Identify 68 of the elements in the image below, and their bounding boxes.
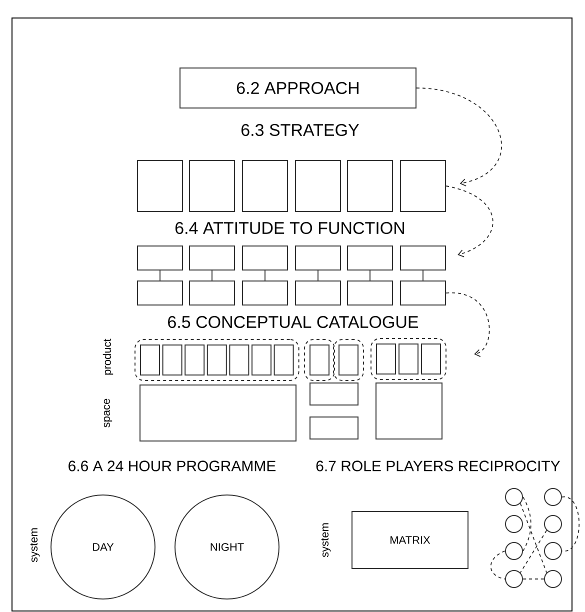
dashed-arrow [446, 186, 494, 258]
function-box [137, 246, 183, 270]
function-box [295, 246, 341, 270]
section-heading: 6.5 CONCEPTUAL CATALOGUE [168, 316, 418, 328]
product-box [421, 344, 441, 374]
row-label: product [102, 338, 114, 375]
role-player-circle [505, 488, 523, 506]
product-group [134, 339, 300, 381]
product-box [376, 344, 396, 374]
strategy-box [137, 160, 183, 212]
function-box [242, 280, 288, 306]
connector-line [520, 530, 548, 574]
role-player-circle [544, 542, 562, 560]
function-box [347, 246, 393, 270]
strategy-box [347, 160, 393, 212]
space-box [310, 382, 358, 406]
connector-line [522, 578, 544, 580]
role-player-circle [505, 515, 523, 533]
connector-line [422, 270, 424, 281]
dashed-arrow [416, 88, 502, 186]
function-box [189, 246, 235, 270]
role-player-circle [505, 542, 523, 560]
row-label: system [30, 528, 40, 562]
role-player-circle [505, 570, 523, 588]
function-box [400, 280, 446, 306]
section-heading: 6.3 STRATEGY [242, 124, 359, 136]
role-player-circle [544, 488, 562, 506]
dashed-arrow [446, 292, 490, 358]
row-label: space [104, 398, 112, 428]
product-box [206, 344, 227, 376]
product-group [333, 339, 364, 381]
product-group [370, 338, 446, 380]
role-player-circle [544, 570, 562, 588]
connector-line [562, 496, 580, 552]
section-heading: 6.6 A 24 HOUR PROGRAMME [68, 460, 276, 472]
product-box [162, 344, 182, 376]
function-box [295, 280, 341, 306]
product-box [229, 344, 250, 376]
product-box [184, 344, 205, 376]
connector-line [522, 496, 532, 552]
connector-line [264, 270, 266, 281]
connector-line [490, 550, 506, 580]
role-player-circle [544, 515, 562, 533]
matrix-box: MATRIX [352, 511, 468, 569]
product-box [398, 344, 418, 374]
product-box [252, 344, 272, 376]
product-box [338, 344, 358, 376]
strategy-box [189, 160, 235, 212]
connector-line [520, 502, 548, 574]
space-box [140, 384, 296, 442]
function-box [242, 246, 288, 270]
section-heading: 6.7 ROLE PLAYERS RECIPROCITY [316, 460, 560, 472]
function-box [347, 280, 393, 306]
function-box [189, 280, 235, 306]
function-box [400, 246, 446, 270]
product-box [274, 344, 294, 376]
function-box [137, 280, 183, 306]
product-box [140, 344, 160, 376]
approach-box: 6.2 APPROACH [180, 68, 416, 108]
strategy-box [242, 160, 288, 212]
strategy-box [295, 160, 341, 212]
product-box [310, 344, 330, 376]
space-box [376, 382, 442, 440]
space-box [310, 416, 358, 440]
row-label: system [321, 523, 331, 558]
product-group [304, 339, 335, 381]
section-heading: 6.4 ATTITUDE TO FUNCTION [175, 222, 404, 234]
strategy-box [400, 160, 446, 212]
